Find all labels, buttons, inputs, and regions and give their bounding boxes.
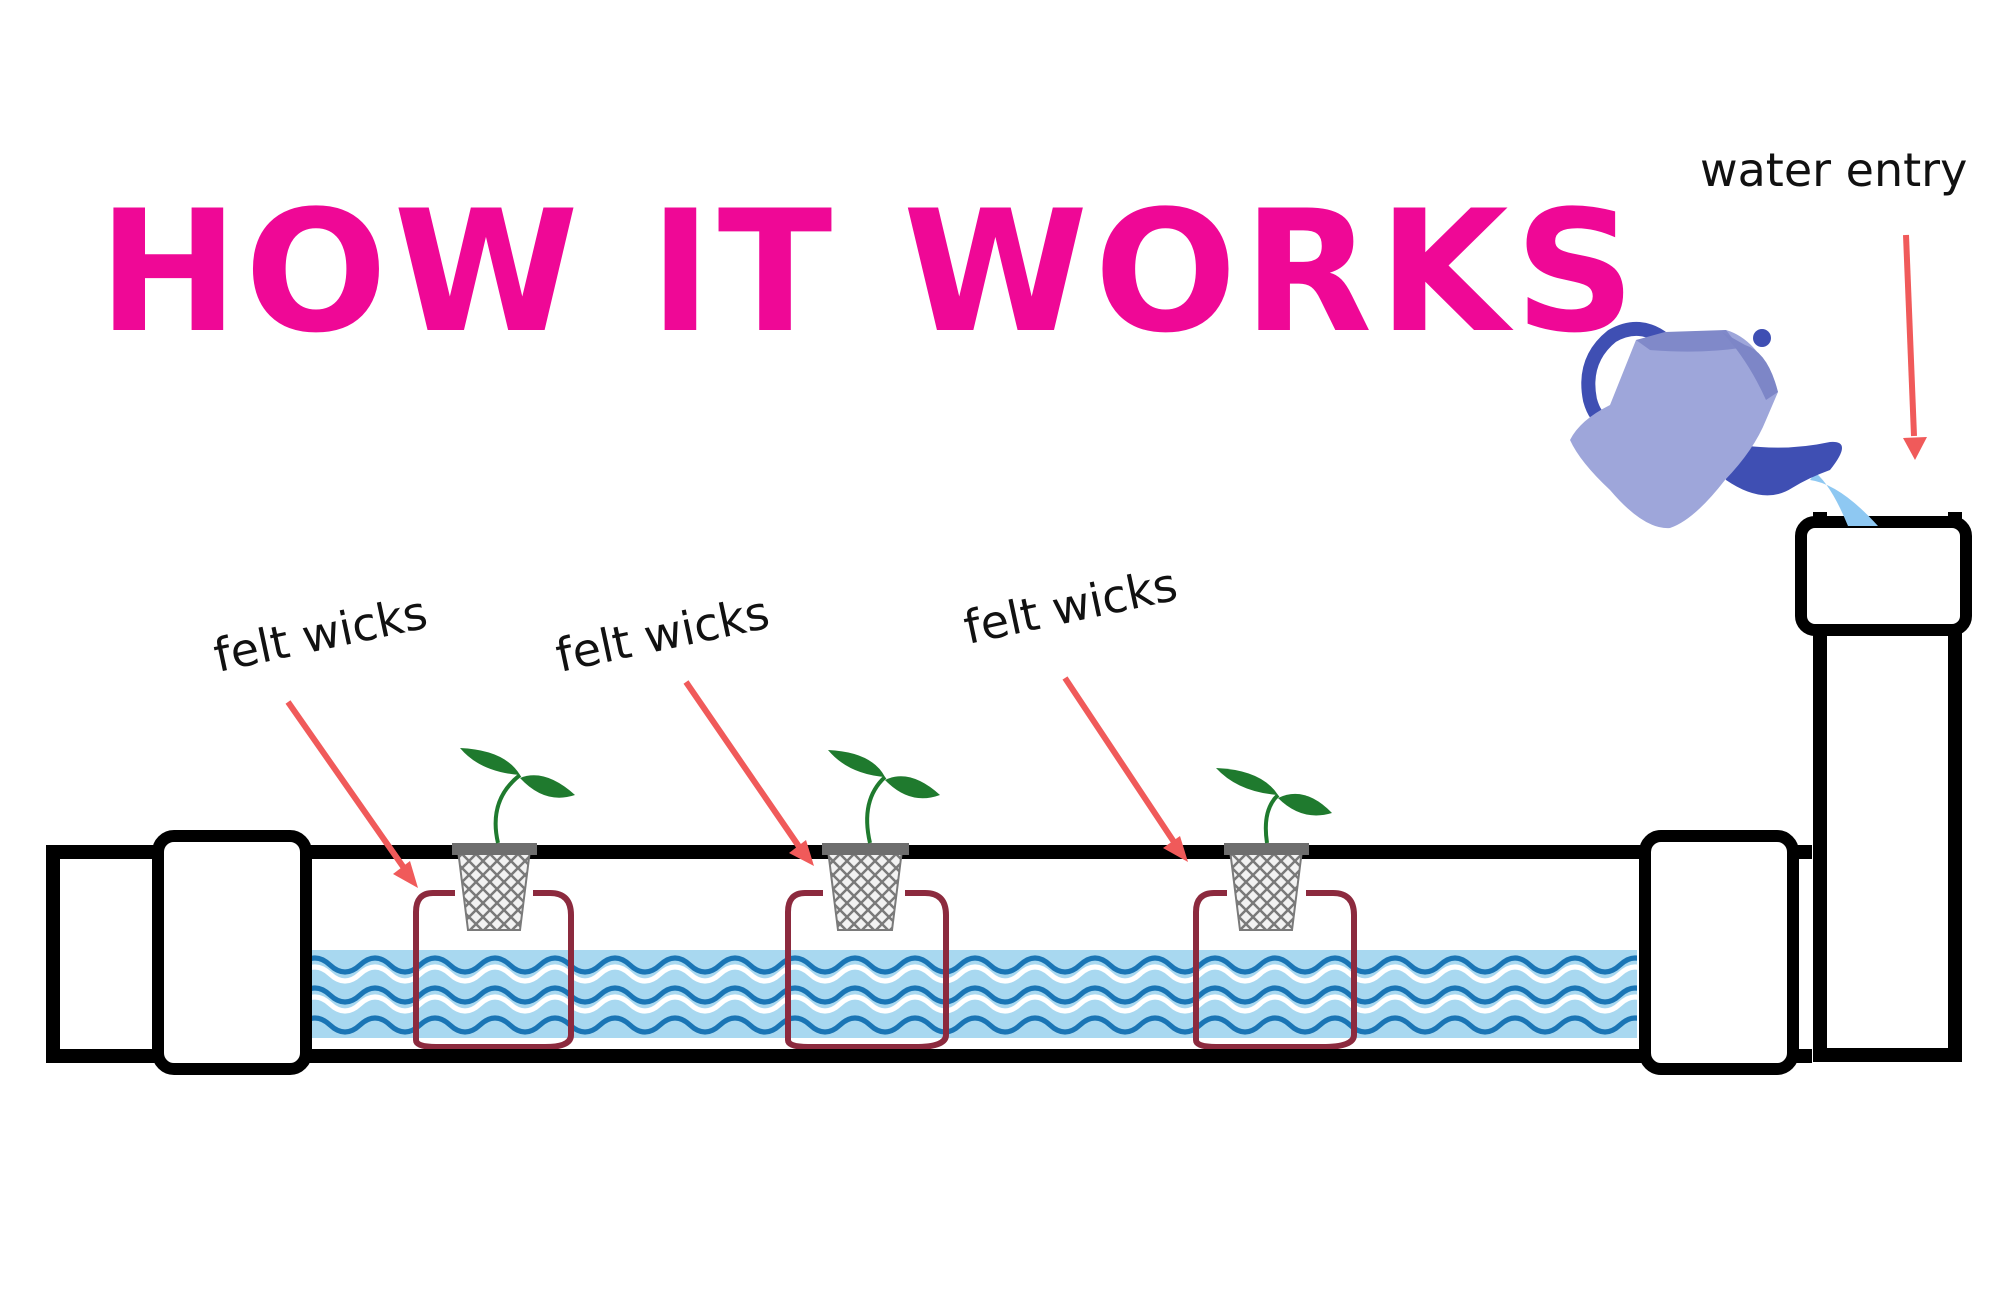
pipe-coupling-left <box>152 830 312 1075</box>
arrow-felt-wicks <box>285 700 418 888</box>
net-pot-icon <box>452 843 537 931</box>
pipe-cap-top <box>1795 516 1972 636</box>
felt-wicks-label: felt wicks <box>209 585 432 683</box>
arrow-water-entry <box>1903 234 1927 460</box>
felt-wick <box>413 890 574 1050</box>
felt-wicks-label: felt wicks <box>959 557 1182 655</box>
horizontal-pipe <box>46 845 1812 1063</box>
net-pot-icon <box>1224 843 1309 931</box>
net-pot-icon <box>822 843 909 931</box>
pipe-coupling-right <box>1639 830 1799 1075</box>
felt-wick <box>1193 890 1357 1050</box>
arrow-felt-wicks <box>683 680 814 866</box>
arrow-felt-wicks <box>1062 676 1188 862</box>
seedling-icon <box>828 750 940 844</box>
seedling-icon <box>1216 768 1332 844</box>
water-entry-label: water entry <box>1700 143 1967 197</box>
page-title: HOW IT WORKS <box>98 174 1641 370</box>
felt-wicks-label: felt wicks <box>551 585 774 683</box>
watering-kettle-icon <box>1570 322 1878 529</box>
felt-wick <box>785 890 949 1050</box>
seedling-icon <box>460 748 575 844</box>
water-reservoir <box>311 950 1637 1038</box>
